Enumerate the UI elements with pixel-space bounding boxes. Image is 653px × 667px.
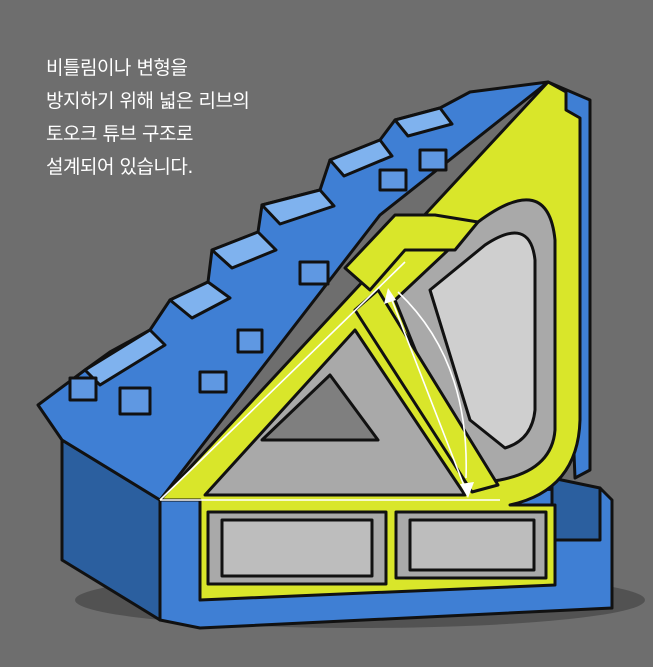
caption-line-3: 토오크 튜브 구조로 [46, 123, 193, 145]
caption-line-4: 설계되어 있습니다. [46, 156, 193, 178]
dimension-lines [159, 261, 500, 501]
caption-text: 비틀림이나 변형을 방지하기 위해 넓은 리브의 토오크 튜브 구조로 설계되어… [46, 52, 306, 184]
caption-line-1: 비틀림이나 변형을 [46, 57, 188, 79]
cut-section [158, 80, 582, 602]
caption-line-2: 방지하기 위해 넓은 리브의 [46, 90, 250, 112]
dimension-arrowheads [384, 288, 474, 498]
upper-ribbed-body [36, 80, 550, 502]
